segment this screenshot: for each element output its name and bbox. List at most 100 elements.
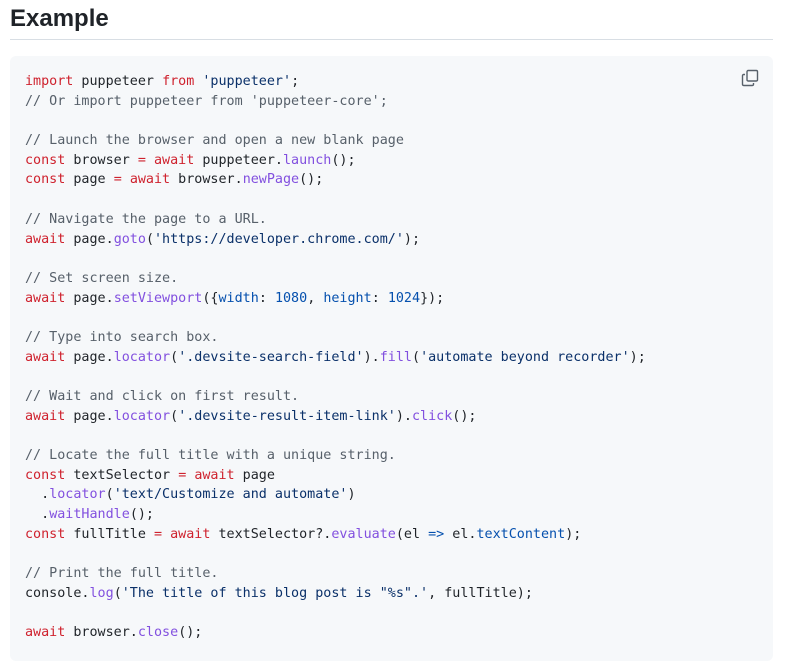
- code-token: // Set screen size.: [25, 270, 179, 286]
- code-token: (el: [395, 526, 429, 542]
- code-token: width: [218, 290, 259, 306]
- code-token: await: [154, 152, 195, 168]
- code-line: [25, 367, 646, 387]
- code-token: .: [25, 487, 50, 503]
- code-token: launch: [283, 152, 332, 168]
- code-token: ).: [395, 408, 412, 424]
- code-token: [162, 527, 170, 542]
- code-line: const browser = await puppeteer.launch()…: [25, 151, 646, 171]
- code-token: 1024: [387, 290, 421, 306]
- code-token: // Type into search box.: [25, 329, 219, 345]
- code-token: await: [25, 625, 66, 641]
- code-token: // Navigate the page to a URL.: [25, 211, 267, 227]
- code-token: :: [371, 290, 388, 306]
- code-token: await: [129, 172, 171, 188]
- code-token: puppeteer.: [194, 152, 283, 168]
- code-line: .waitHandle();: [25, 505, 646, 525]
- code-token: textSelector: [65, 467, 179, 483]
- code-token: browser.: [65, 625, 138, 641]
- code-token: await: [170, 526, 211, 542]
- code-token: (: [170, 349, 179, 365]
- code-block: import puppeteer from 'puppeteer'; // Or …: [10, 56, 773, 661]
- code-token: await: [25, 231, 66, 247]
- code-token: browser: [65, 152, 138, 168]
- code-token: [122, 172, 130, 187]
- code-token: ();: [299, 172, 324, 188]
- code-token: // Launch the browser and open a new bla…: [25, 133, 404, 149]
- code-token: fullTitle: [65, 526, 154, 542]
- copy-code-button[interactable]: [741, 69, 759, 87]
- code-token: ;: [291, 74, 300, 89]
- code-token: ();: [129, 507, 154, 523]
- code-token: newPage: [242, 172, 300, 188]
- code-token: from: [162, 74, 195, 89]
- code-token: ,: [307, 290, 324, 306]
- code-token: });: [420, 290, 445, 306]
- code-token: page: [65, 172, 114, 188]
- code-token: puppeteer: [73, 74, 163, 89]
- code-line: await page.locator('.devsite-search-fiel…: [25, 348, 646, 368]
- code-token: page: [234, 467, 275, 483]
- code-token: page.: [65, 290, 114, 306]
- code-token: (: [113, 585, 122, 601]
- code-line: [25, 190, 646, 210]
- code-line: [25, 308, 646, 328]
- code-line: .locator('text/Customize and automate'): [25, 485, 646, 505]
- code-token: =>: [428, 526, 445, 542]
- code-token: // Locate the full title with a unique s…: [25, 448, 396, 464]
- code-token: 'https://developer.chrome.com/': [154, 231, 404, 247]
- code-token: (: [145, 231, 154, 247]
- code-token: await: [25, 408, 66, 424]
- code-token: locator: [113, 349, 171, 365]
- code-token: locator: [49, 487, 106, 503]
- code-line: await page.goto('https://developer.chrom…: [25, 230, 646, 250]
- code-token: goto: [113, 231, 146, 247]
- code-token: el.: [444, 526, 477, 542]
- code-line: [25, 249, 646, 269]
- code-token: await: [25, 290, 66, 306]
- code-token: :: [258, 290, 275, 306]
- code-token: fill: [379, 349, 412, 365]
- code-token: page.: [65, 349, 114, 365]
- code-line: [25, 111, 646, 131]
- code-token: (: [412, 349, 421, 365]
- code-token: page.: [65, 408, 114, 424]
- code-token: );: [565, 526, 582, 542]
- code-token: (: [170, 408, 179, 424]
- code-line: // Locate the full title with a unique s…: [25, 446, 646, 466]
- code-token: ();: [331, 152, 356, 168]
- code-token: 'puppeteer': [202, 74, 292, 89]
- code-token: ();: [452, 408, 477, 424]
- code-line: console.log('The title of this blog post…: [25, 584, 646, 604]
- code-token: console.: [25, 585, 90, 601]
- code-token: import: [25, 74, 74, 89]
- code-token: ).: [363, 349, 380, 365]
- code-token: // Print the full title.: [25, 566, 219, 582]
- code-token: log: [89, 585, 114, 601]
- code-line: // Or import puppeteer from 'puppeteer-c…: [25, 92, 646, 112]
- code-line: // Type into search box.: [25, 328, 646, 348]
- code-line: [25, 604, 646, 624]
- code-token: const: [25, 526, 66, 542]
- code-token: close: [137, 625, 179, 641]
- code-token: );: [403, 231, 421, 247]
- code-line: // Wait and click on first result.: [25, 387, 646, 407]
- code-token: (: [105, 487, 114, 503]
- code-token: textSelector?.: [210, 526, 332, 542]
- code-line: await page.locator('.devsite-result-item…: [25, 407, 646, 427]
- code-token: ): [347, 487, 356, 503]
- code-token: evaluate: [331, 526, 396, 542]
- code-line: const page = await browser.newPage();: [25, 170, 646, 190]
- code-token: );: [629, 349, 646, 365]
- code-token: '.devsite-result-item-link': [178, 408, 396, 424]
- section-heading: Example: [10, 5, 109, 32]
- code-line: [25, 426, 646, 446]
- code-token: .: [25, 507, 50, 523]
- code-line: [25, 545, 646, 565]
- code-token: '.devsite-search-field': [178, 349, 364, 365]
- code-token: 'automate beyond recorder': [420, 349, 630, 365]
- code-line: // Print the full title.: [25, 564, 646, 584]
- code-line: await page.setViewport({width: 1080, hei…: [25, 289, 646, 309]
- code-token: =: [137, 152, 146, 168]
- code-token: =: [178, 467, 187, 483]
